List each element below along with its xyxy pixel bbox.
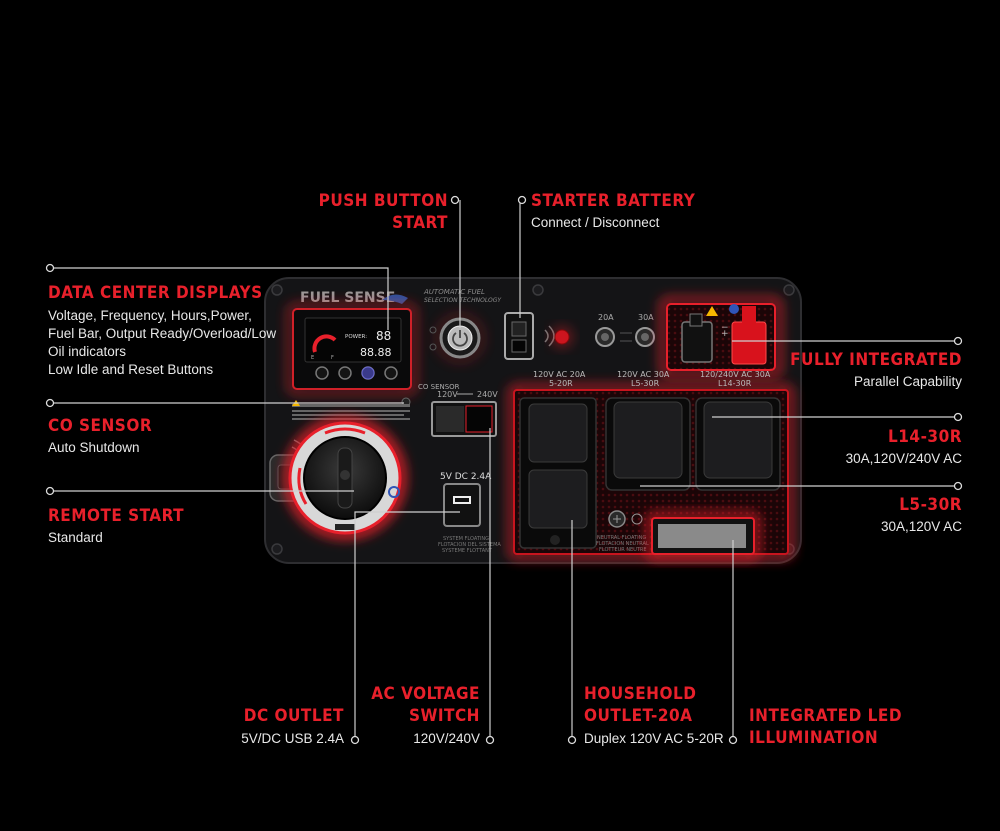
callout-dc-outlet: DC OUTLET 5V/DC USB 2.4A — [241, 706, 344, 746]
svg-text:SYSTEM FLOATING: SYSTEM FLOATING — [443, 536, 489, 542]
svg-text:30A: 30A — [638, 313, 654, 322]
callout-co-sensor: CO SENSOR Auto Shutdown — [48, 416, 153, 455]
parallel-port-black[interactable] — [681, 321, 713, 363]
household-outlet-cover-bottom[interactable] — [528, 469, 588, 529]
svg-text:120V AC 20A: 120V AC 20A — [533, 370, 586, 379]
callout-fully-integrated: FULLY INTEGRATED Parallel Capability — [790, 350, 962, 389]
svg-text:FLOTACION DEL SISTEMA: FLOTACION DEL SISTEMA — [438, 542, 501, 548]
callout-leader-lines — [50, 200, 958, 740]
display-button-oil-icon — [338, 366, 352, 380]
callout-remote-start: REMOTE START Standard — [48, 506, 185, 545]
svg-text:FLOTACION NEUTRAL: FLOTACION NEUTRAL — [596, 541, 649, 547]
svg-text:+: + — [721, 329, 729, 339]
svg-text:POWER:: POWER: — [345, 334, 367, 340]
reset-arrow-icon — [388, 486, 400, 498]
svg-text:20A: 20A — [598, 313, 614, 322]
lcd-digits-top: 88 — [376, 329, 391, 343]
ground-icon — [631, 513, 643, 525]
ground-symbol-icon — [729, 304, 739, 314]
svg-text:120V: 120V — [437, 390, 458, 399]
callout-dots — [45, 195, 963, 745]
svg-text:120V AC 30A: 120V AC 30A — [617, 370, 670, 379]
callout-l14-30r: L14-30R 30A,120V/240V AC — [845, 427, 962, 466]
callout-household-outlet: HOUSEHOLD OUTLET-20A Duplex 120V AC 5-20… — [584, 684, 724, 746]
svg-text:F: F — [331, 355, 334, 361]
lcd-screen — [304, 317, 402, 363]
svg-text:SYSTEME FLOTTANT: SYSTEME FLOTTANT — [442, 548, 493, 554]
fuel-sense-logo: FUEL SENSE — [300, 290, 395, 306]
svg-text:SELECTION TECHNOLOGY: SELECTION TECHNOLOGY — [424, 297, 502, 304]
svg-text:5V DC 2.4A: 5V DC 2.4A — [440, 472, 492, 482]
callout-integrated-led: INTEGRATED LED ILLUMINATION — [749, 706, 903, 748]
svg-text:E: E — [311, 355, 314, 361]
svg-text:120/240V AC 30A: 120/240V AC 30A — [700, 370, 771, 379]
svg-text:CO SENSOR: CO SENSOR — [418, 383, 460, 391]
callout-data-center-displays: DATA CENTER DISPLAYS Voltage, Frequency,… — [48, 283, 277, 377]
callout-l5-30r: L5-30R 30A,120V AC — [880, 495, 962, 534]
svg-text:AUTOMATIC FUEL: AUTOMATIC FUEL — [423, 288, 485, 296]
display-button-reset-icon — [384, 366, 398, 380]
svg-text:L5-30R: L5-30R — [631, 379, 660, 388]
lcd-digits-bottom: 88.88 — [360, 346, 392, 359]
svg-text:5-20R: 5-20R — [549, 379, 573, 388]
display-button-power-icon — [315, 366, 329, 380]
svg-text:FLOTTEUR NEUTRE: FLOTTEUR NEUTRE — [599, 547, 647, 553]
svg-text:NEUTRAL FLOATING: NEUTRAL FLOATING — [597, 535, 646, 541]
svg-text:240V: 240V — [477, 390, 498, 399]
callout-push-button-start: PUSH BUTTON START — [318, 191, 448, 233]
fuel-gauge-icon — [312, 334, 337, 353]
household-outlet-cover-top[interactable] — [528, 403, 588, 463]
warning-triangle-icon — [706, 306, 718, 316]
usb-dc-outlet[interactable] — [443, 483, 481, 527]
svg-text:L14-30R: L14-30R — [718, 379, 752, 388]
svg-text:−: − — [721, 323, 729, 333]
power-symbol-icon — [452, 330, 468, 347]
callout-starter-battery: STARTER BATTERY Connect / Disconnect — [531, 191, 696, 230]
callout-ac-voltage-switch: AC VOLTAGE SWITCH 120V/240V — [371, 684, 480, 746]
engine-oil-icon — [335, 524, 355, 530]
